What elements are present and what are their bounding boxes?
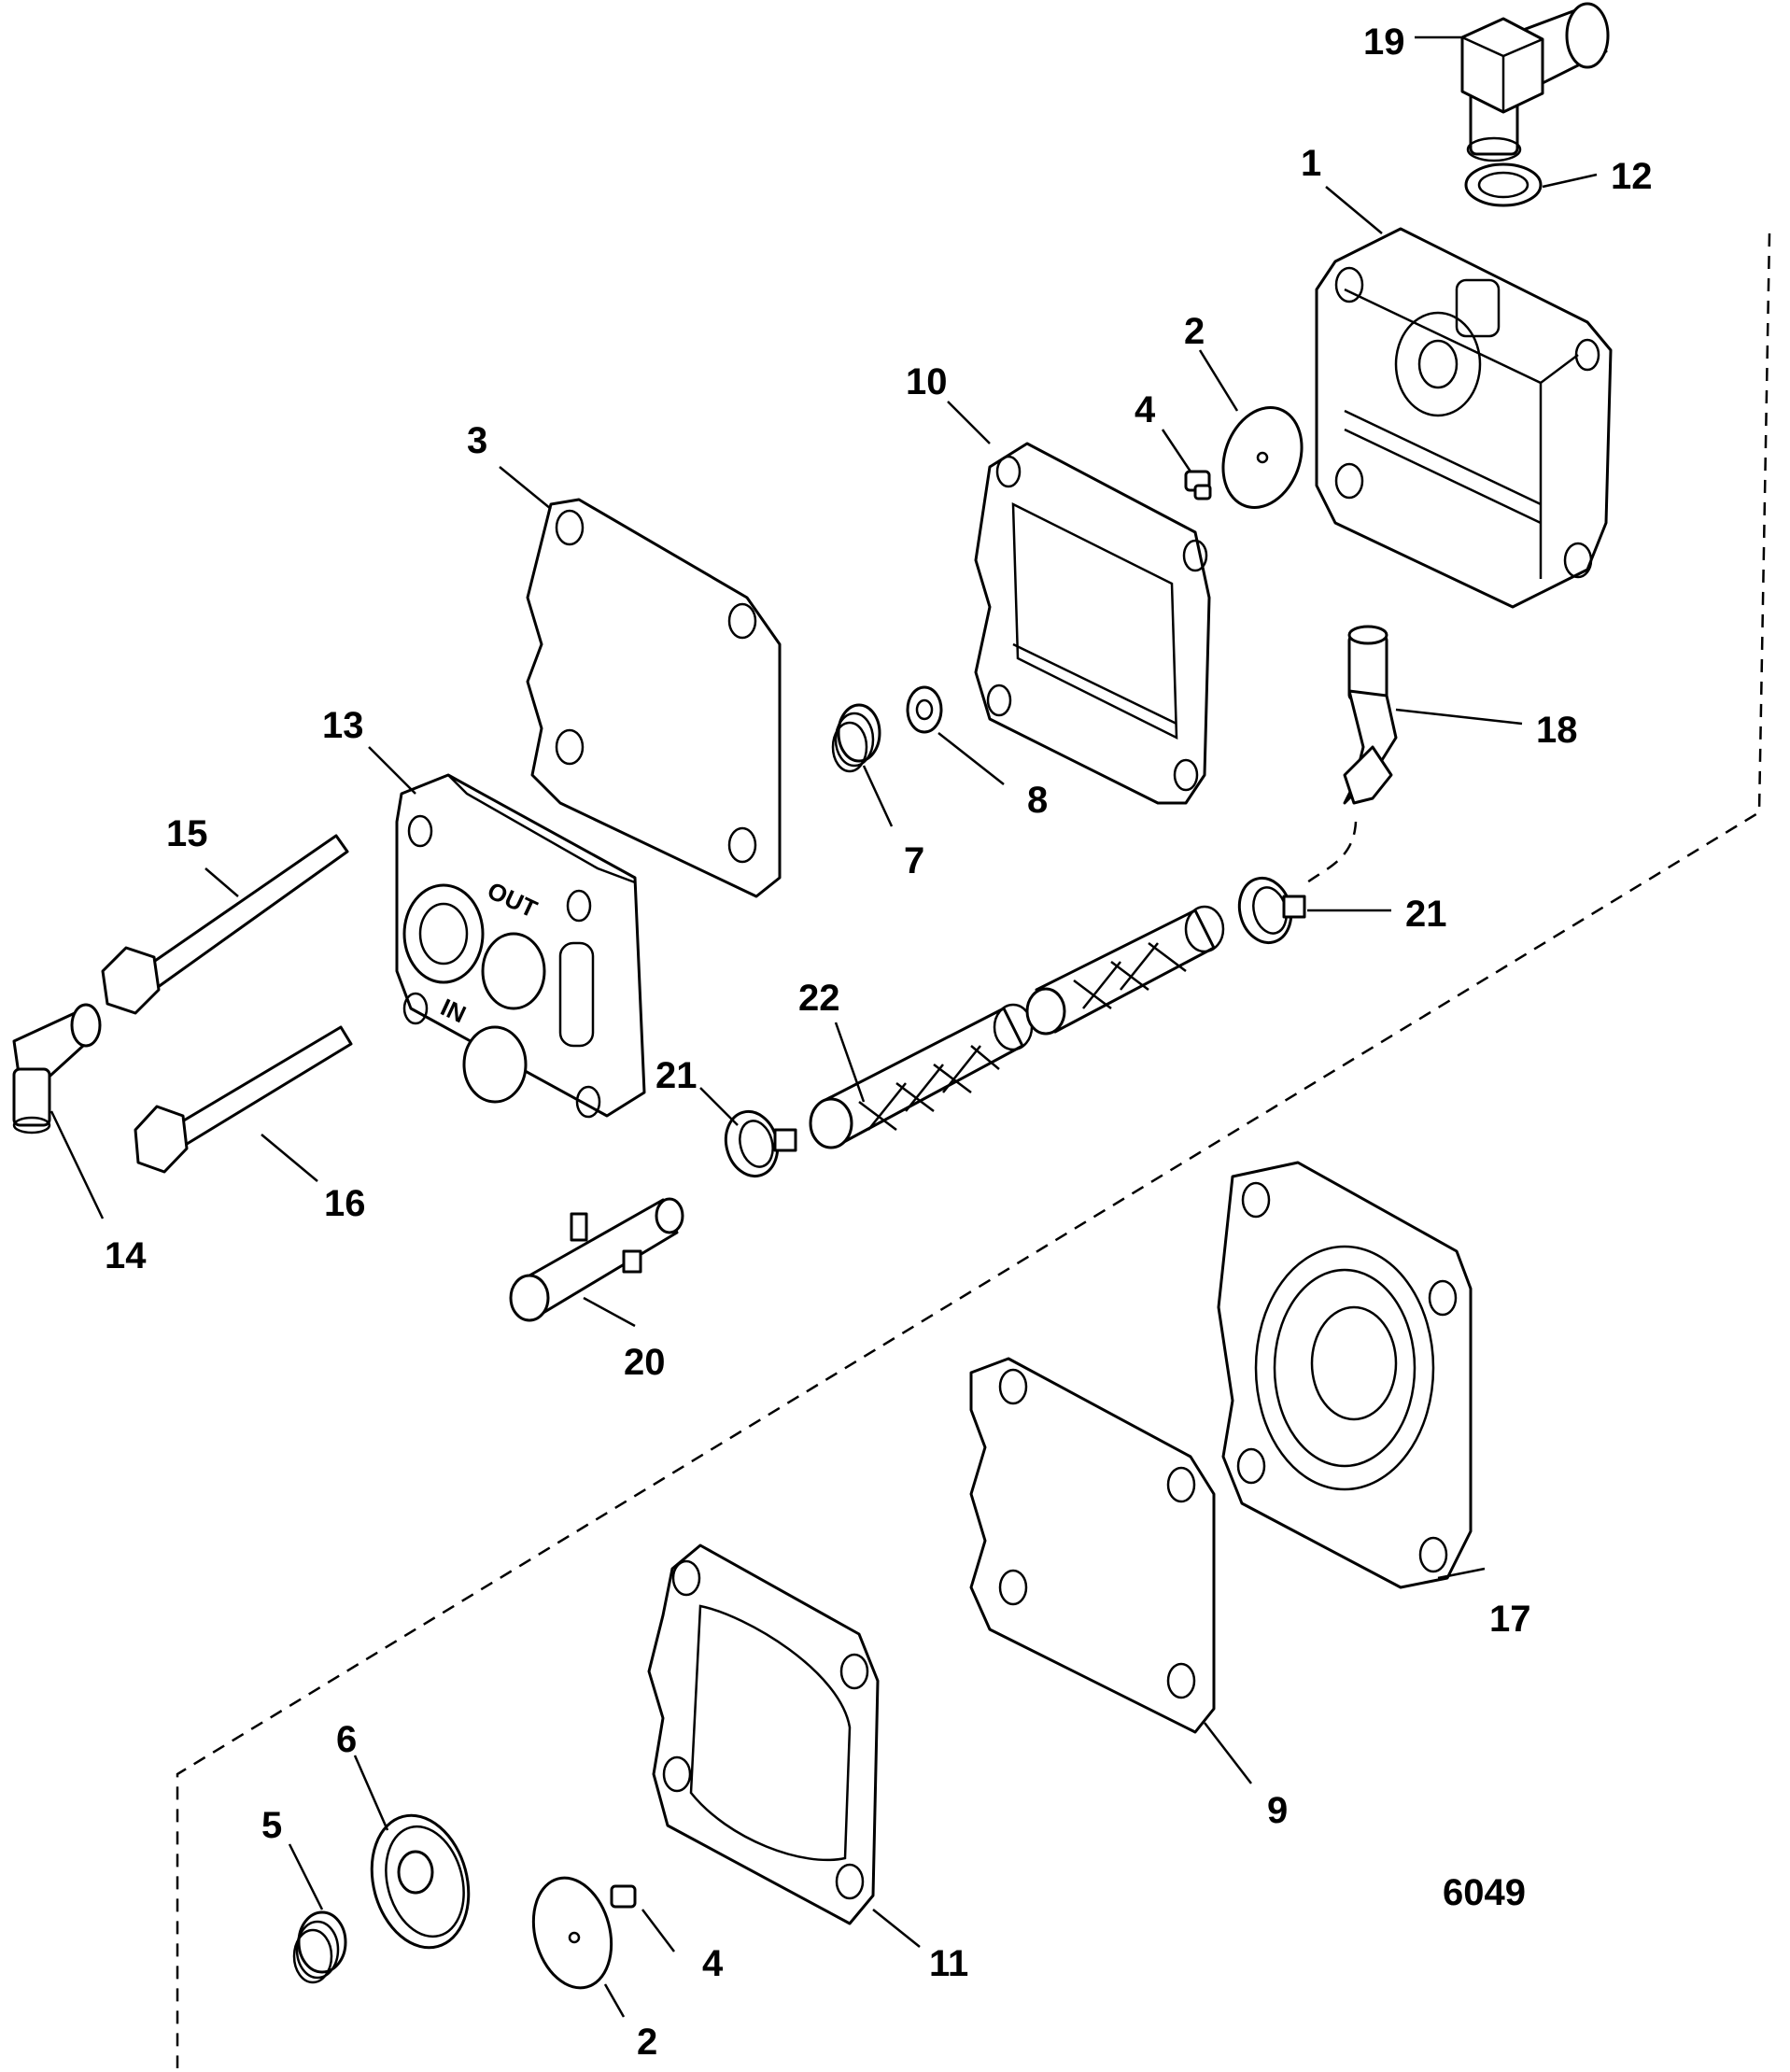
callout-2-upper: 2 — [1184, 311, 1205, 352]
spring-upper — [831, 703, 881, 773]
callout-20: 20 — [624, 1342, 666, 1383]
callout-2-lower: 2 — [637, 2022, 657, 2063]
retainer-lower — [610, 1884, 637, 1909]
callout-12: 12 — [1611, 156, 1653, 197]
gasket-upper — [974, 442, 1211, 805]
callout-6: 6 — [336, 1719, 357, 1760]
callout-15: 15 — [166, 813, 208, 854]
pump-base — [1217, 1161, 1473, 1589]
callout-22: 22 — [798, 978, 840, 1019]
callout-4-lower: 4 — [702, 1943, 724, 1984]
hose-clamp-left — [724, 1109, 797, 1178]
angled-fitting — [1343, 625, 1398, 805]
callout-13: 13 — [322, 705, 364, 746]
callout-9: 9 — [1267, 1790, 1288, 1831]
callout-17: 17 — [1489, 1599, 1531, 1640]
pump-cover: OUT IN — [395, 773, 646, 1119]
check-valve-disc-lower — [531, 1876, 613, 1990]
callout-11: 11 — [929, 1943, 968, 1984]
callout-10: 10 — [906, 361, 948, 402]
diaphragm-upper — [526, 498, 782, 898]
callout-18: 18 — [1536, 710, 1578, 751]
callout-14: 14 — [105, 1235, 147, 1276]
figure-number: 6049 — [1443, 1872, 1526, 1913]
check-valve-disc-upper — [1221, 406, 1304, 509]
cap-lower — [370, 1813, 471, 1950]
callout-16: 16 — [324, 1183, 366, 1224]
callout-3: 3 — [467, 420, 487, 461]
retainer-upper — [1184, 470, 1212, 500]
pump-body — [1315, 227, 1613, 609]
callout-21-left: 21 — [655, 1055, 698, 1096]
callout-8: 8 — [1027, 780, 1048, 821]
callout-19: 19 — [1363, 21, 1405, 63]
leader-lines — [49, 35, 1598, 2018]
sealing-washer — [1464, 162, 1543, 207]
callout-1: 1 — [1301, 143, 1321, 184]
diaphragm-lower — [969, 1357, 1216, 1734]
short-bolt — [134, 1025, 353, 1174]
callout-21-right: 21 — [1405, 894, 1447, 935]
gasket-lower — [647, 1543, 880, 1925]
tee-fitting — [509, 1197, 684, 1322]
fuel-hose — [809, 905, 1225, 1149]
elbow-fitting-left — [12, 1003, 102, 1135]
fuel-path-guide-line — [1306, 821, 1358, 884]
callout-4-upper: 4 — [1135, 389, 1156, 430]
hose-clamp-right — [1237, 876, 1306, 945]
callout-5: 5 — [261, 1805, 282, 1846]
callout-labels: 19 12 1 2 4 10 3 13 18 7 8 15 21 22 21 1… — [105, 21, 1653, 2063]
long-bolt — [101, 834, 349, 1015]
elbow-fitting-top — [1460, 2, 1610, 162]
spring-lower — [292, 1910, 347, 1984]
callout-7: 7 — [904, 840, 924, 881]
cap-upper — [906, 685, 943, 734]
assembly-guide-line — [176, 233, 1771, 2068]
